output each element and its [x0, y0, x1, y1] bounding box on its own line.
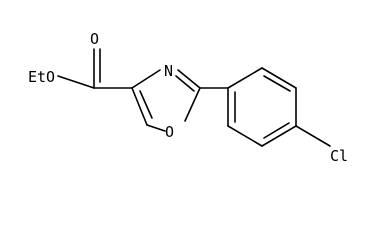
bond-ph-5 — [227, 125, 263, 147]
bond-c5-c4-1 — [131, 87, 148, 126]
chemical-structure-diagram: EtO O N O Cl — [28, 30, 348, 165]
bond-ph-1 — [227, 67, 263, 89]
bond-c5-c4-2 — [139, 90, 153, 119]
bond-c4-n3 — [131, 69, 161, 89]
atom-label-eto: EtO — [28, 68, 55, 86]
bond-o1-c5 — [146, 124, 166, 132]
bond-n3-c2-1 — [177, 69, 201, 89]
bond-ph-inner-2 — [263, 122, 290, 139]
bond-ph-inner-1 — [263, 75, 291, 92]
bond-n3-c2-2 — [175, 75, 195, 92]
bond-ph-2 — [261, 67, 297, 89]
atom-label-cl: Cl — [330, 147, 348, 165]
bond-c2-o1 — [184, 87, 201, 122]
atom-label-ring-n: N — [164, 62, 173, 80]
structure-canvas: EtO O N O Cl — [28, 30, 349, 165]
bond-ph-4 — [261, 125, 297, 147]
atom-labels: EtO O N O Cl — [28, 30, 348, 165]
atom-label-carbonyl-o: O — [90, 30, 99, 48]
bond-ph-cl — [295, 125, 331, 147]
bond-ester-o-carbonyl-c — [57, 75, 95, 89]
atom-label-ring-o: O — [165, 123, 174, 141]
bond-lines — [57, 48, 331, 147]
